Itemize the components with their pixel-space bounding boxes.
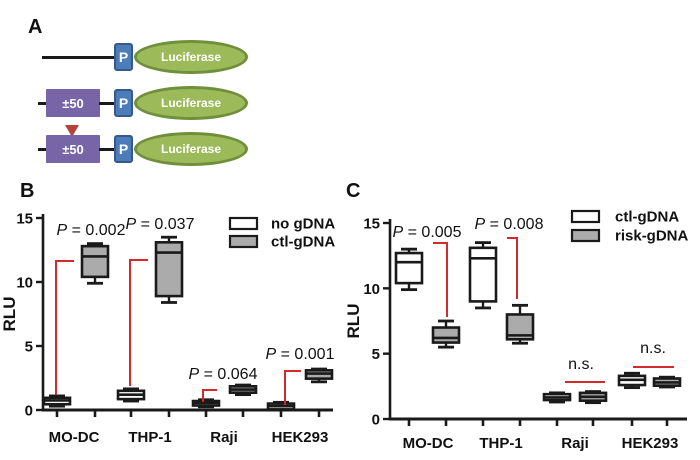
construct-line	[99, 148, 116, 151]
construct-line	[99, 102, 116, 105]
x-axis: MO-DC THP-1 Raji HEK293	[41, 408, 333, 446]
box-HEK293-no-gDNA	[266, 400, 296, 412]
significance-bracket	[433, 242, 448, 317]
y-tick-label: 10	[363, 281, 380, 298]
box-HEK293-risk-gDNA	[652, 375, 682, 389]
significance-bracket	[55, 260, 74, 395]
p-value-label: P = 0.037	[126, 216, 195, 233]
y-axis-title: RLU	[344, 304, 363, 339]
box-MO-DC-risk-gDNA	[431, 319, 461, 349]
significance-bracket	[129, 259, 148, 386]
legend-label: risk-gDNA	[615, 228, 689, 245]
category-label: HEK293	[272, 429, 329, 446]
promoter-box: P	[114, 43, 133, 71]
p-value-label: P = 0.005	[393, 224, 462, 241]
p-value-label: P = 0.001	[266, 346, 335, 363]
legend-label: no gDNA	[271, 216, 335, 233]
category-label: HEK293	[622, 435, 679, 452]
legend-swatch	[570, 209, 601, 224]
legend-swatch	[228, 234, 259, 249]
panel-b-label: B	[20, 180, 35, 202]
box-THP-1-risk-gDNA	[505, 303, 535, 345]
category-label: Raji	[561, 435, 589, 452]
significance-bracket	[202, 389, 217, 402]
x-axis: MO-DC THP-1 Raji HEK293	[388, 417, 687, 452]
category-label: MO-DC	[403, 435, 454, 452]
promoter-box: P	[114, 135, 133, 163]
legend-label: ctl-gDNA	[615, 209, 679, 226]
panel-c-label: C	[346, 180, 361, 202]
y-tick-label: 15	[363, 216, 380, 233]
construct-line	[38, 148, 48, 151]
insert-box: ±50	[46, 89, 100, 117]
ns-label: n.s.	[568, 356, 594, 373]
box-Raji-ctl-gDNA	[542, 391, 572, 404]
box-Raji-risk-gDNA	[578, 390, 608, 405]
p-value-label: P = 0.008	[475, 216, 544, 233]
box-THP-1-ctl-gDNA	[154, 235, 184, 304]
box-THP-1-ctl-gDNA	[468, 241, 498, 310]
legend-swatch	[228, 216, 259, 231]
category-label: Raji	[210, 429, 238, 446]
insert-box: ±50	[46, 135, 100, 163]
y-tick-label: 0	[25, 403, 33, 420]
construct-line	[38, 102, 48, 105]
panel-a-label: A	[28, 16, 43, 38]
box-Raji-no-gDNA	[191, 398, 221, 409]
category-label: MO-DC	[49, 429, 100, 446]
legend-swatch	[570, 228, 601, 243]
box-MO-DC-ctl-gDNA	[394, 247, 424, 292]
y-axis: 0 5 10 15	[16, 211, 45, 420]
box-MO-DC-ctl-gDNA	[80, 242, 110, 285]
luciferase-ellipse: Luciferase	[134, 86, 248, 120]
category-label: THP-1	[479, 435, 522, 452]
ns-label: n.s.	[640, 340, 666, 357]
significance-bracket	[507, 237, 518, 299]
y-tick-label: 10	[16, 275, 33, 292]
luciferase-ellipse: Luciferase	[134, 132, 248, 166]
box-HEK293-ctl-gDNA	[617, 371, 647, 390]
promoter-box: P	[114, 89, 133, 117]
snp-marker-icon	[65, 125, 79, 137]
y-axis: 0 5 10 15	[363, 216, 392, 429]
category-label: THP-1	[128, 429, 171, 446]
y-tick-label: 15	[16, 211, 33, 228]
y-tick-label: 5	[25, 339, 33, 356]
y-axis-title: RLU	[0, 297, 19, 332]
construct-line	[42, 56, 118, 59]
luciferase-ellipse: Luciferase	[134, 40, 248, 74]
box-MO-DC-no-gDNA	[42, 394, 72, 408]
legend-label: ctl-gDNA	[271, 234, 335, 251]
p-value-label: P = 0.064	[189, 366, 258, 383]
legend: ctl-gDNA risk-gDNA	[570, 209, 689, 245]
box-HEK293-ctl-gDNA	[304, 367, 334, 384]
box-Raji-ctl-gDNA	[228, 383, 258, 397]
y-tick-label: 0	[372, 412, 380, 429]
box-THP-1-no-gDNA	[116, 387, 146, 403]
p-value-label: P = 0.002	[57, 222, 126, 239]
y-tick-label: 5	[372, 346, 380, 363]
significance-bracket	[284, 370, 301, 405]
